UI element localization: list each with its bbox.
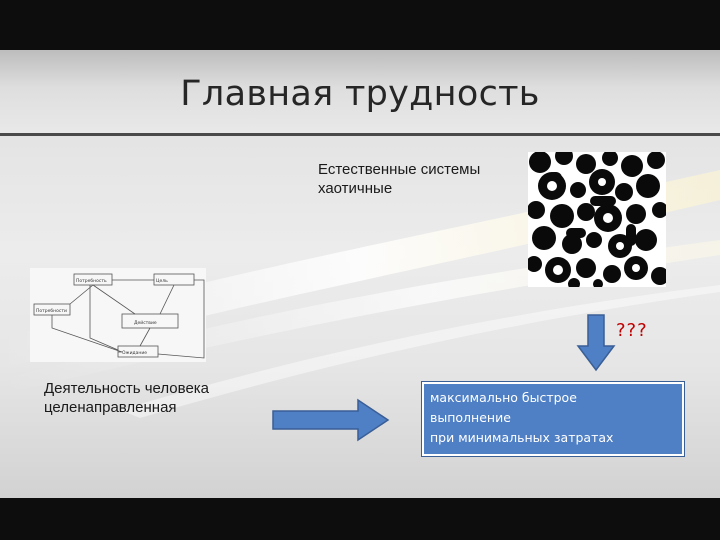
- result-line-1: максимально быстрое: [430, 390, 577, 405]
- result-text: максимально быстрое выполнение при миним…: [430, 388, 613, 448]
- diagram-box-label-3: Потребности: [36, 308, 67, 314]
- diagram-box-label-1: Потребность: [76, 278, 107, 284]
- human-activity-line-2: целенаправленная: [44, 399, 177, 416]
- activity-diagram-image: Потребность Цель Потребности Действие Ож…: [30, 268, 206, 362]
- title-divider: [0, 133, 720, 136]
- activity-diagram-graphic: Потребность Цель Потребности Действие Ож…: [30, 268, 206, 362]
- chaotic-blob-image: [526, 147, 669, 290]
- down-arrow-icon: [576, 314, 616, 372]
- natural-systems-line-2: хаотичные: [318, 180, 393, 197]
- diagram-box-label-2: Цель: [156, 278, 168, 284]
- question-marks: ???: [616, 320, 648, 341]
- diagram-box-label-4: Действие: [134, 319, 157, 326]
- result-box: максимально быстрое выполнение при миним…: [422, 382, 684, 456]
- top-black-bar: [0, 0, 720, 50]
- title-background: [0, 50, 720, 134]
- human-activity-label: Деятельность человека целенаправленная: [44, 379, 209, 417]
- natural-systems-line-1: Естественные системы: [318, 161, 481, 178]
- natural-systems-label: Естественные системы хаотичные: [318, 160, 480, 198]
- result-line-3: при минимальных затратах: [430, 430, 614, 445]
- chaotic-pattern-graphic: [526, 147, 669, 290]
- slide-title: Главная трудность: [180, 74, 540, 114]
- right-arrow-icon: [272, 398, 390, 442]
- bottom-black-bar: [0, 498, 720, 540]
- human-activity-line-1: Деятельность человека: [44, 380, 210, 397]
- result-line-2: выполнение: [430, 410, 511, 425]
- diagram-box-label-5: Ожидание: [122, 350, 147, 356]
